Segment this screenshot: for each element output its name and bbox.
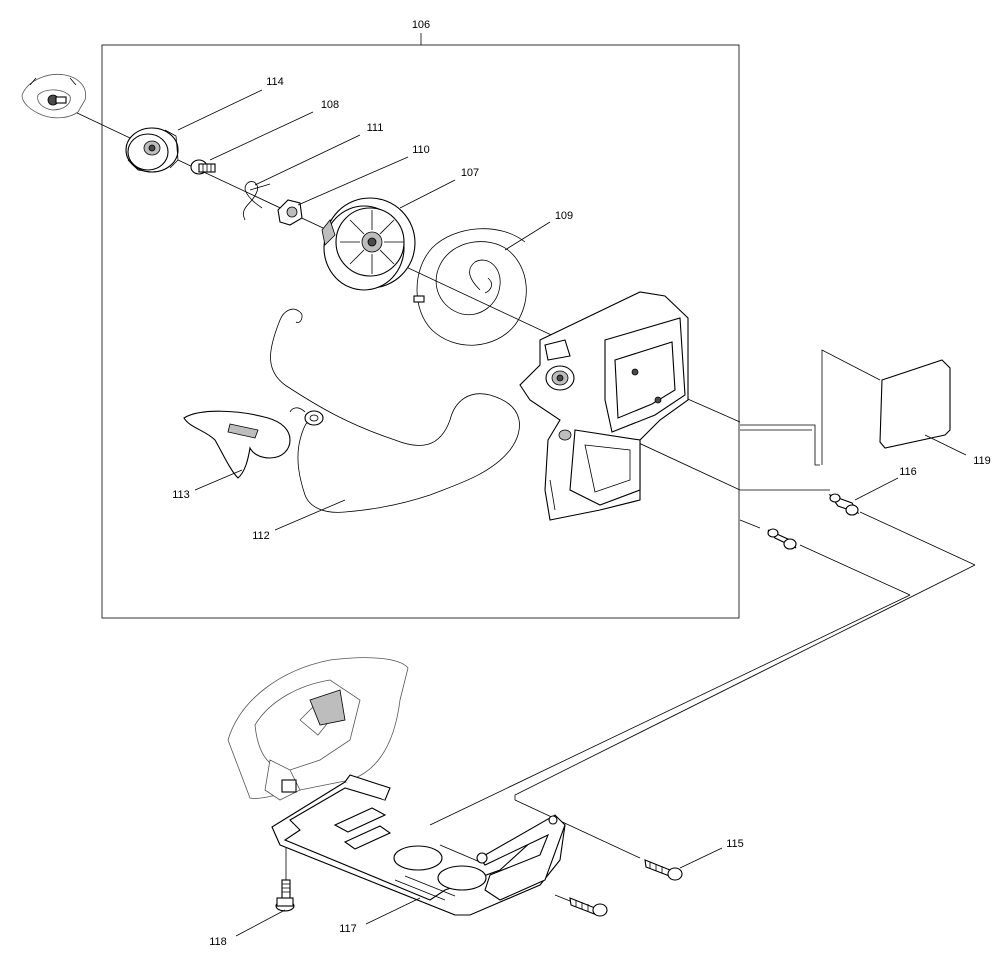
part-115-screw [644,859,683,881]
callout-label-119: 119 [973,455,991,467]
part-110-ratchet [277,199,303,226]
assembly-axis-lines [74,111,976,906]
callout-label-109: 109 [555,210,573,222]
part-114-starter-pulley [125,127,179,173]
part-107-reel [321,197,416,291]
part-119-gasket [879,359,951,449]
part-111-spring-clip [243,181,271,221]
part-118-screw [275,879,295,912]
part-112-starter-rope [270,308,520,513]
callout-labels: 114 108 111 110 107 109 113 112 119 116 … [172,76,991,948]
group-106-frame: 106 [101,19,740,619]
callout-label-113: 113 [172,489,190,501]
part-117-bottom-plate [271,774,566,916]
part-113-starter-handle [183,410,291,479]
callout-label-118: 118 [209,936,227,948]
part-115-screw-second [569,897,608,917]
part-116-collar [828,493,860,516]
part-starter-housing [519,291,689,521]
ghost-engine-top-left [21,73,87,119]
callout-label-110: 110 [412,144,430,156]
callout-label-108: 108 [321,99,339,111]
callout-label-116: 116 [899,466,917,478]
callout-label-111: 111 [367,122,384,134]
callout-label-112: 112 [252,530,270,542]
callout-label-107: 107 [461,167,479,179]
callout-label-117: 117 [339,923,357,935]
part-109-recoil-spring [413,228,527,346]
ghost-crankcase-bottom [227,657,409,801]
callout-label-115: 115 [726,838,744,850]
part-108-bolt [190,159,216,175]
part-116-collar-second [767,528,797,550]
callout-label-106: 106 [412,19,430,31]
callout-label-114: 114 [266,76,284,88]
callout-leader-lines [177,89,967,937]
